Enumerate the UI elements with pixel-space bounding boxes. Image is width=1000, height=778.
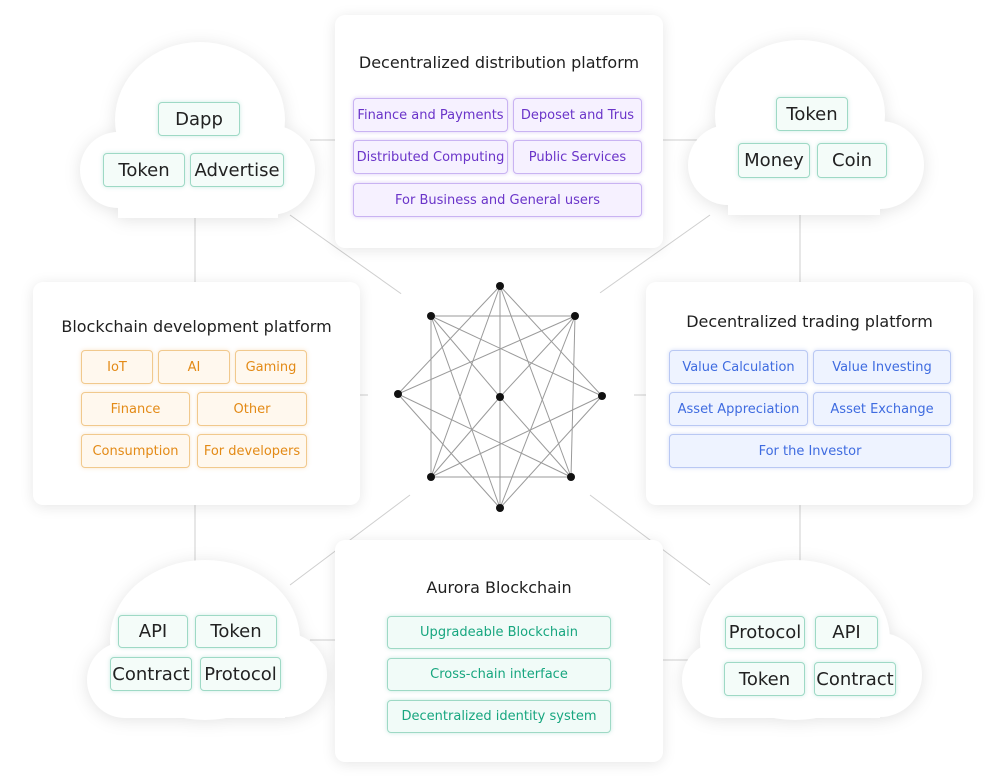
cloud-br-contract-tag: Contract — [814, 662, 896, 696]
network-octagon — [368, 247, 634, 513]
node-bottom-left — [427, 473, 435, 481]
development-platform-panel: Blockchain development platform IoT AI G… — [33, 282, 360, 505]
cloud-br-api-tag: API — [815, 616, 878, 649]
trading-platform-panel: Decentralized trading platform Value Cal… — [646, 282, 973, 505]
ai-tag: AI — [158, 350, 230, 384]
cloud-bl-api-tag: API — [118, 615, 188, 648]
cloud-bl-token-tag: Token — [195, 615, 277, 648]
cloud-tr-token-tag: Token — [776, 97, 848, 131]
cloud-bl-contract-tag: Contract — [110, 657, 192, 691]
cross-chain-interface-tag: Cross-chain interface — [387, 658, 611, 691]
gaming-tag: Gaming — [235, 350, 307, 384]
finance-tag: Finance — [81, 392, 190, 426]
node-bottom — [496, 504, 504, 512]
iot-tag: IoT — [81, 350, 153, 384]
trading-platform-title: Decentralized trading platform — [686, 312, 933, 331]
node-top — [496, 282, 504, 290]
business-users-tag: For Business and General users — [353, 183, 642, 217]
for-the-investor-tag: For the Investor — [669, 434, 951, 468]
node-right — [598, 392, 606, 400]
aurora-blockchain-panel: Aurora Blockchain Upgradeable Blockchain… — [335, 540, 663, 762]
public-services-tag: Public Services — [513, 140, 642, 174]
deposit-trust-tag: Deposet and Trus — [513, 98, 642, 132]
cloud-tr-coin-tag: Coin — [817, 143, 887, 178]
node-bottom-right — [567, 473, 575, 481]
asset-appreciation-tag: Asset Appreciation — [669, 392, 808, 426]
value-investing-tag: Value Investing — [813, 350, 951, 384]
cloud-tl-advertise-tag: Advertise — [190, 153, 284, 187]
cloud-br-protocol-tag: Protocol — [725, 616, 805, 649]
node-top-left — [427, 312, 435, 320]
consumption-tag: Consumption — [81, 434, 190, 468]
asset-exchange-tag: Asset Exchange — [813, 392, 951, 426]
upgradeable-blockchain-tag: Upgradeable Blockchain — [387, 616, 611, 649]
value-calculation-tag: Value Calculation — [669, 350, 808, 384]
cloud-bl-protocol-tag: Protocol — [200, 657, 281, 691]
node-center — [496, 393, 504, 401]
node-top-right — [571, 312, 579, 320]
cloud-tl-token-tag: Token — [103, 153, 185, 187]
other-tag: Other — [197, 392, 307, 426]
aurora-blockchain-title: Aurora Blockchain — [426, 578, 572, 597]
distributed-computing-tag: Distributed Computing — [353, 140, 508, 174]
cloud-br-token-tag: Token — [724, 662, 805, 696]
finance-payments-tag: Finance and Payments — [353, 98, 508, 132]
distribution-platform-panel: Decentralized distribution platform Fina… — [335, 15, 663, 248]
for-developers-tag: For developers — [197, 434, 307, 468]
development-platform-title: Blockchain development platform — [61, 317, 332, 336]
decentralized-identity-tag: Decentralized identity system — [387, 700, 611, 733]
node-left — [394, 390, 402, 398]
distribution-platform-title: Decentralized distribution platform — [358, 53, 640, 72]
cloud-tr-money-tag: Money — [738, 143, 810, 178]
cloud-tl-dapp-tag: Dapp — [158, 102, 240, 136]
